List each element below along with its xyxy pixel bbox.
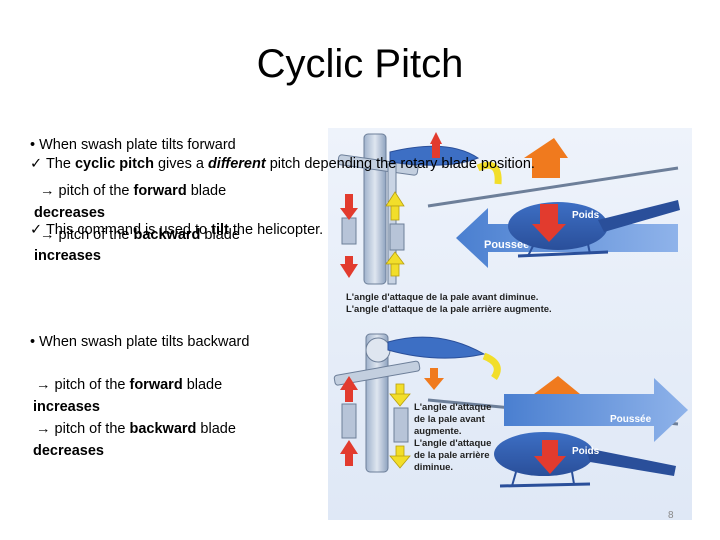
checkmark-line-tilt: ✓ This command is used to tilt the helic… [30, 222, 323, 239]
forward-line-2: → pitch of the backward blade [40, 227, 240, 244]
top-yellow-arrows [385, 191, 405, 277]
backward-line-2-prefix: → pitch of the [36, 421, 130, 437]
check2-part-c: the helicopter. [228, 222, 324, 238]
forward-line-1-suffix: blade [186, 183, 227, 199]
checkmark-icon: ✓ [30, 156, 43, 172]
cyclic-pitch-illustration: Poussée Poids L'angle d'attaque de la pa… [328, 128, 692, 520]
top-caption-2: L'angle d'attaque de la pale arrière aug… [346, 304, 552, 315]
bottom-poussee-label: Poussée [610, 414, 652, 425]
backward-line-2-bold: backward [129, 421, 197, 437]
bottom-panel: F Poussée Poids L'angle d'attaque de la … [333, 333, 688, 488]
top-weight-arrow [532, 224, 566, 242]
top-poussee-label: Poussée [484, 239, 529, 251]
backward-line-2-result: decreases [33, 443, 104, 459]
checkmark-line-cyclic: ✓ The cyclic pitch gives a different pit… [30, 156, 535, 173]
forward-line-1: → pitch of the forward blade [40, 183, 226, 200]
check2-part-b: tilt [211, 222, 229, 238]
bottom-weight-arrow [534, 456, 566, 474]
check1-part-a: The [45, 156, 75, 172]
page-number: 8 [668, 510, 674, 521]
top-swash-plate [337, 154, 419, 176]
backward-line-1-suffix: blade [182, 377, 223, 393]
check2-part-a: This command is used to [45, 222, 212, 238]
bottom-caption-line-1: L'angle d'attaque [414, 402, 491, 413]
bottom-caption-line-5: de la pale arrière [414, 450, 490, 461]
forward-line-2-result: increases [34, 248, 101, 264]
bottom-caption-line-6: diminue. [414, 462, 453, 473]
top-panel: Poussée Poids L'angle d'attaque de la pa… [337, 132, 680, 315]
checkmark-icon: ✓ [30, 222, 43, 238]
backward-line-1-result: increases [33, 399, 100, 415]
forward-line-2-prefix: → pitch of the [40, 227, 134, 243]
check1-part-b: cyclic pitch [74, 156, 154, 172]
check1-part-c: gives a [153, 156, 208, 172]
bottom-caption-line-2: de la pale avant [414, 414, 486, 425]
backward-heading: • When swash plate tilts backward [30, 334, 250, 350]
bottom-poids-label: Poids [572, 446, 600, 457]
bottom-yellow-curve [482, 352, 501, 381]
backward-line-2: → pitch of the backward blade [36, 421, 236, 438]
forward-line-2-suffix: blade [200, 227, 240, 243]
backward-line-1-prefix: → pitch of the [36, 377, 130, 393]
bottom-yellow-arrows [389, 383, 411, 469]
bottom-thrust-arrow [504, 378, 688, 442]
bottom-swash-plate [333, 360, 421, 386]
check1-part-e: pitch depending the rotary blade positio… [265, 156, 535, 172]
bottom-red-arrows [340, 376, 358, 466]
bottom-caption-line-4: L'angle d'attaque [414, 438, 491, 449]
backward-line-1-bold: forward [129, 377, 183, 393]
backward-line-1: → pitch of the forward blade [36, 377, 222, 394]
backward-line-2-suffix: blade [196, 421, 236, 437]
top-caption-1: L'angle d'attaque de la pale avant dimin… [346, 292, 538, 303]
forward-line-2-bold: backward [133, 227, 201, 243]
forward-line-1-result: decreases [34, 205, 105, 221]
bottom-caption-line-3: augmente. [414, 426, 462, 437]
top-mast [363, 133, 387, 285]
top-poids-label: Poids [572, 210, 600, 221]
forward-line-1-prefix: → pitch of the [40, 183, 134, 199]
forward-heading: • When swash plate tilts forward [30, 137, 236, 153]
top-yellow-curve [476, 161, 502, 185]
slide-title: Cyclic Pitch [256, 42, 464, 86]
bottom-blade [387, 336, 486, 359]
top-red-up-arrow [430, 132, 442, 144]
forward-line-1-bold: forward [133, 183, 187, 199]
top-red-arrows [340, 194, 358, 278]
top-orange-arrow [524, 138, 568, 178]
check1-part-d: different [207, 156, 266, 172]
